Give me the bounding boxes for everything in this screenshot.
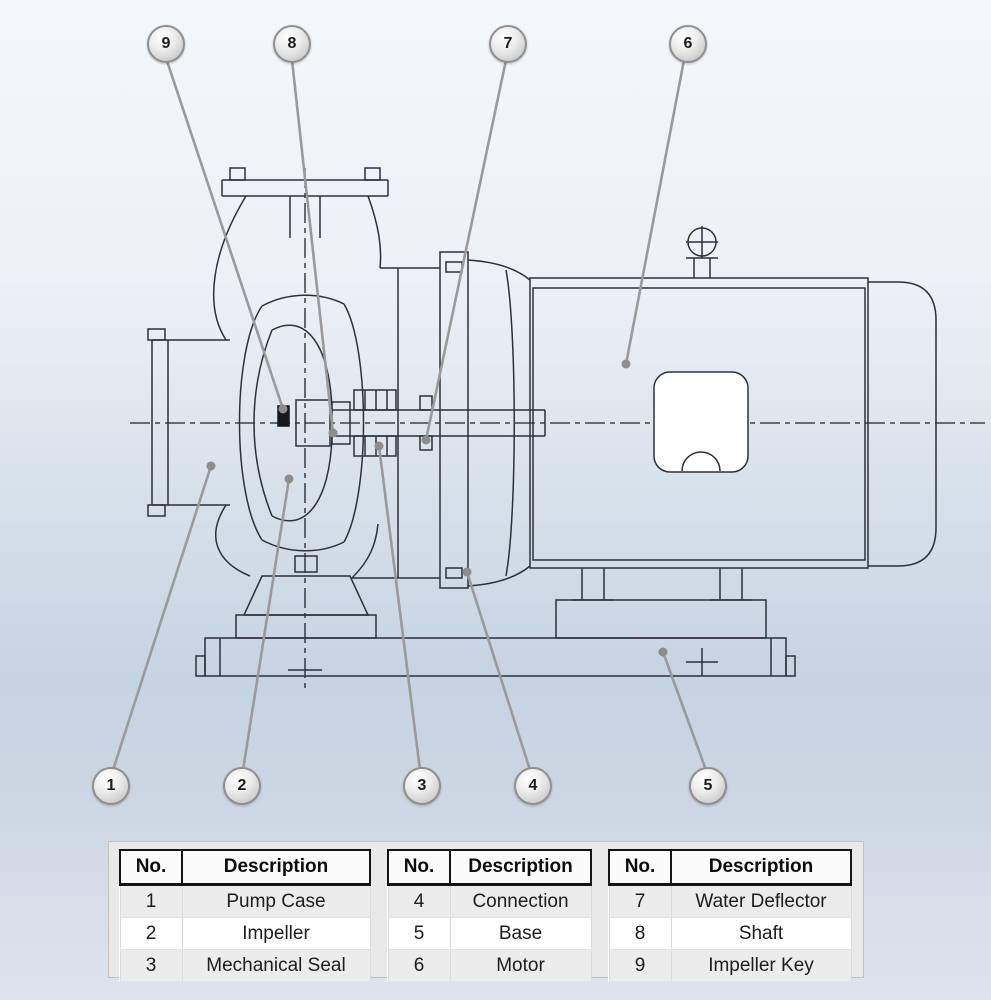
part-no-cell: 2 <box>119 917 183 950</box>
table-row: 4 Connection <box>387 884 592 918</box>
table-row: 9 Impeller Key <box>608 949 852 982</box>
col-header-no: No. <box>119 849 183 886</box>
callout-2-number: 2 <box>237 777 247 794</box>
callout-7: 7 <box>489 25 527 63</box>
part-description-cell: Water Deflector <box>670 884 852 918</box>
callout-6-number: 6 <box>683 35 693 52</box>
part-no-cell: 8 <box>608 917 672 950</box>
water-deflector <box>419 395 433 411</box>
table-row: 7 Water Deflector <box>608 884 852 918</box>
col-header-description: Description <box>181 849 371 886</box>
part-no-cell: 9 <box>608 949 672 982</box>
part-description-cell: Shaft <box>670 917 852 950</box>
callout-3-number: 3 <box>417 777 427 794</box>
callout-9-number: 9 <box>161 35 171 52</box>
callout-4: 4 <box>514 767 552 805</box>
callout-1-number: 1 <box>106 777 116 794</box>
table-row: 3 Mechanical Seal <box>119 949 371 982</box>
col-header-description: Description <box>449 849 592 886</box>
callout-4-number: 4 <box>528 777 538 794</box>
callout-1: 1 <box>92 767 130 805</box>
table-row: 6 Motor <box>387 949 592 982</box>
table-row: 2 Impeller <box>119 917 371 950</box>
callout-3: 3 <box>403 767 441 805</box>
motor-fins <box>532 287 866 561</box>
table-header-row: No. Description <box>387 849 592 886</box>
callout-2: 2 <box>223 767 261 805</box>
part-no-cell: 5 <box>387 917 451 950</box>
base <box>195 637 796 677</box>
col-header-no: No. <box>608 849 672 886</box>
part-description-cell: Motor <box>449 949 592 982</box>
callout-6: 6 <box>669 25 707 63</box>
parts-table-1: No. Description 1 Pump Case 2 Impeller 3… <box>119 849 371 982</box>
callout-8: 8 <box>273 25 311 63</box>
leader-lines <box>111 56 708 772</box>
table-header-row: No. Description <box>608 849 852 886</box>
part-description-cell: Pump Case <box>181 884 371 918</box>
parts-legend: No. Description 1 Pump Case 2 Impeller 3… <box>108 841 864 982</box>
col-header-description: Description <box>670 849 852 886</box>
part-no-cell: 1 <box>119 884 183 918</box>
table-row: 1 Pump Case <box>119 884 371 918</box>
table-row: 8 Shaft <box>608 917 852 950</box>
part-description-cell: Mechanical Seal <box>181 949 371 982</box>
center-lines <box>130 168 985 690</box>
part-description-cell: Connection <box>449 884 592 918</box>
pump-casing <box>147 167 398 639</box>
part-no-cell: 6 <box>387 949 451 982</box>
part-description-cell: Base <box>449 917 592 950</box>
pump-cross-section-drawing <box>111 56 985 772</box>
part-no-cell: 3 <box>119 949 183 982</box>
motor <box>467 226 937 639</box>
part-no-cell: 4 <box>387 884 451 918</box>
parts-table-3: No. Description 7 Water Deflector 8 Shaf… <box>608 849 852 982</box>
callout-5: 5 <box>689 767 727 805</box>
table-row: 5 Base <box>387 917 592 950</box>
parts-table-2: No. Description 4 Connection 5 Base 6 Mo… <box>387 849 592 982</box>
part-description-cell: Impeller Key <box>670 949 852 982</box>
part-description-cell: Impeller <box>181 917 371 950</box>
connection-bracket <box>397 251 469 589</box>
callout-7-number: 7 <box>503 35 513 52</box>
callout-5-number: 5 <box>703 777 713 794</box>
callout-8-number: 8 <box>287 35 297 52</box>
part-no-cell: 7 <box>608 884 672 918</box>
col-header-no: No. <box>387 849 451 886</box>
table-header-row: No. Description <box>119 849 371 886</box>
callout-9: 9 <box>147 25 185 63</box>
motor-nameplate <box>653 371 749 473</box>
